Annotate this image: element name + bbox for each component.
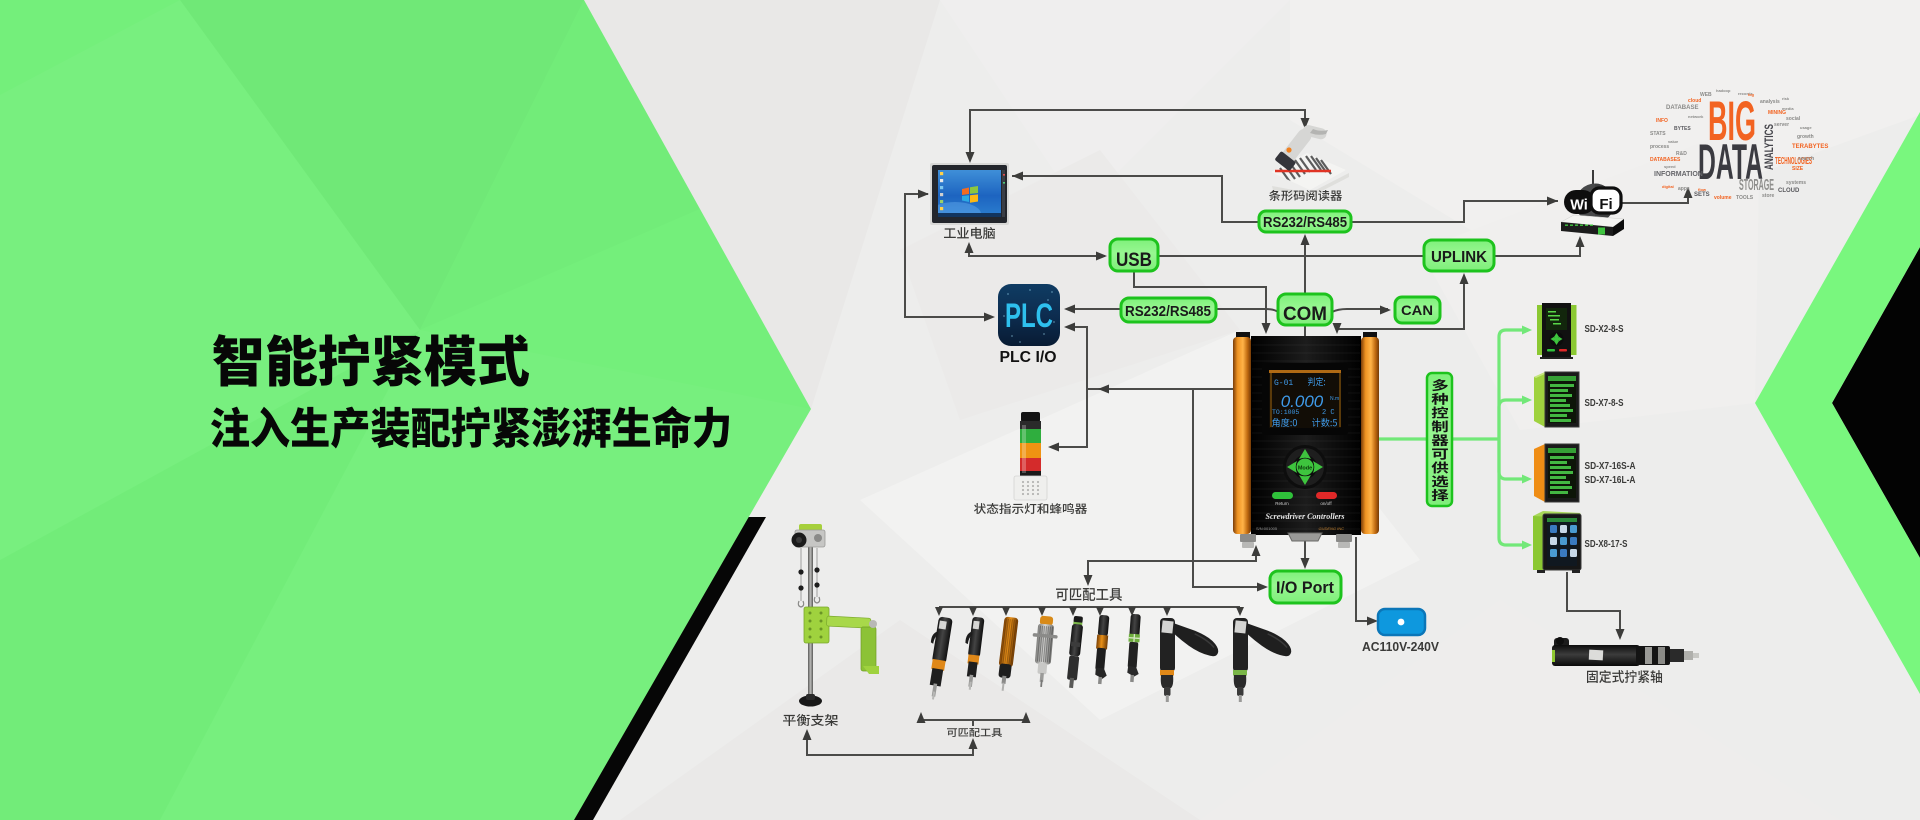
svg-text:SD-X7-16S-A: SD-X7-16S-A (1585, 460, 1636, 472)
svg-text:USB: USB (1116, 250, 1152, 271)
svg-text:UPLINK: UPLINK (1431, 249, 1487, 266)
svg-text:STATS: STATS (1650, 131, 1666, 137)
svg-text:DATABASES: DATABASES (1650, 157, 1681, 163)
svg-text:SD-X2-8-S: SD-X2-8-S (1585, 323, 1624, 335)
svg-text:STORAGE: STORAGE (1739, 177, 1774, 194)
svg-text:growth: growth (1797, 134, 1814, 140)
svg-text:value: value (1668, 139, 1679, 144)
svg-text:apps: apps (1678, 186, 1690, 192)
svg-text:log: log (1748, 92, 1755, 97)
svg-text:CLOUD: CLOUD (1778, 188, 1800, 194)
svg-text:RS232/RS485: RS232/RS485 (1263, 215, 1347, 231)
svg-text:Wi: Wi (1570, 198, 1588, 214)
svg-text:MINING: MINING (1768, 110, 1786, 116)
svg-text:TECHNOLOGIES: TECHNOLOGIES (1775, 155, 1812, 167)
svg-text:ANALYTICS: ANALYTICS (1762, 124, 1776, 170)
svg-text:G-01: G-01 (1274, 379, 1293, 388)
svg-text:SD-X7-16L-A: SD-X7-16L-A (1585, 474, 1636, 486)
svg-text:SIZE: SIZE (1792, 166, 1804, 172)
svg-text:Fi: Fi (1599, 196, 1612, 213)
svg-text:0.000: 0.000 (1281, 392, 1324, 411)
svg-text:INFO: INFO (1656, 118, 1668, 124)
svg-text:Screwdriver Controllers: Screwdriver Controllers (1266, 512, 1345, 521)
svg-text:PLC I/O: PLC I/O (1000, 349, 1057, 366)
svg-text:search: search (1798, 156, 1814, 162)
svg-text:COM: COM (1283, 304, 1327, 325)
svg-text:DATA: DATA (1698, 134, 1763, 190)
svg-text:AC110V-240V: AC110V-240V (1362, 640, 1440, 654)
svg-text:speed: speed (1664, 164, 1676, 169)
svg-text:flow: flow (1698, 187, 1707, 192)
svg-text:RS232/RS485: RS232/RS485 (1125, 303, 1211, 320)
svg-text:media: media (1782, 106, 1794, 111)
svg-text:SD-X8-17-S: SD-X8-17-S (1585, 538, 1628, 550)
svg-text:WEB: WEB (1700, 92, 1712, 98)
svg-text:N.m: N.m (1330, 396, 1339, 402)
svg-text:digital: digital (1662, 184, 1674, 189)
svg-text:Mode: Mode (1298, 466, 1312, 472)
svg-text:SETS: SETS (1694, 192, 1710, 198)
svg-text:store: store (1762, 193, 1774, 199)
svg-text:process: process (1650, 144, 1669, 150)
svg-text:hadoop: hadoop (1716, 88, 1731, 93)
svg-text:cloud: cloud (1688, 98, 1701, 104)
svg-text:PLC: PLC (1005, 297, 1053, 335)
svg-text:BIG: BIG (1708, 89, 1756, 152)
svg-text:analysis: analysis (1760, 99, 1780, 105)
svg-text:on/off: on/off (1320, 501, 1332, 506)
svg-text:Return: Return (1275, 501, 1289, 506)
svg-text:systems: systems (1786, 180, 1806, 186)
svg-text:GUDENG INC: GUDENG INC (1318, 526, 1344, 531)
svg-text:TOOLS: TOOLS (1736, 195, 1754, 201)
svg-text:volume: volume (1714, 195, 1732, 201)
svg-text:S/N:001005: S/N:001005 (1256, 526, 1278, 531)
svg-text:TERABYTES: TERABYTES (1792, 144, 1828, 150)
svg-text:network: network (1688, 114, 1704, 119)
svg-text:DATABASE: DATABASE (1666, 105, 1698, 111)
svg-text:risk: risk (1782, 96, 1790, 101)
svg-text:social: social (1786, 116, 1801, 122)
svg-text:server: server (1774, 122, 1789, 128)
svg-text:I/O Port: I/O Port (1276, 578, 1334, 597)
svg-text:BYTES: BYTES (1674, 126, 1691, 132)
svg-text:SD-X7-8-S: SD-X7-8-S (1585, 397, 1624, 409)
svg-text:CAN: CAN (1401, 302, 1433, 318)
svg-text:INFORMATION: INFORMATION (1654, 171, 1703, 178)
svg-text:TO:1005: TO:1005 (1272, 409, 1299, 416)
svg-text:R&D: R&D (1676, 151, 1687, 157)
svg-text:usage: usage (1800, 125, 1812, 130)
svg-text:2 C: 2 C (1322, 409, 1335, 417)
svg-text:records: records (1738, 91, 1753, 96)
